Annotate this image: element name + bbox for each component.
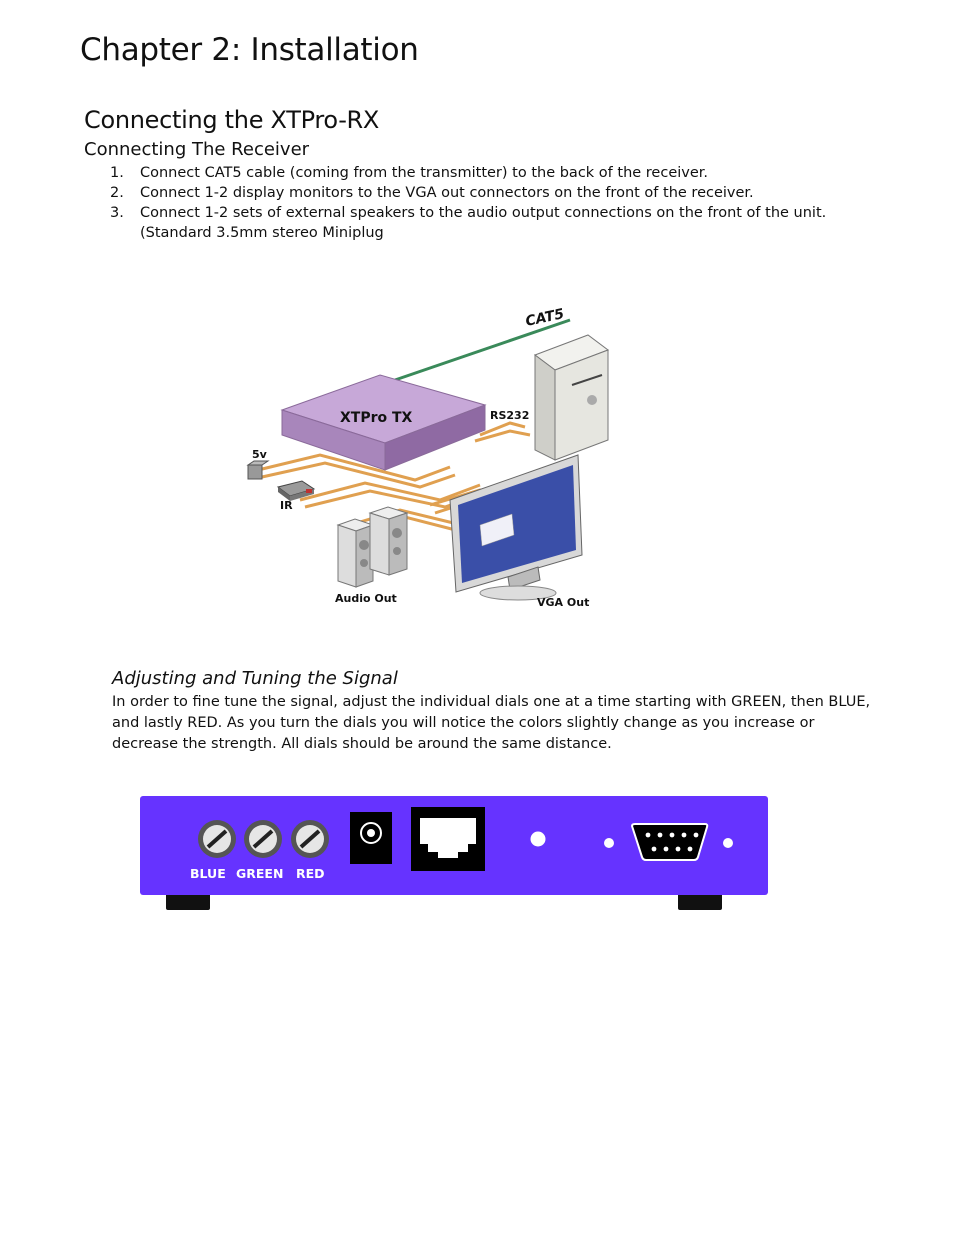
cat5-label: CAT5 — [524, 306, 566, 330]
device-label: XTPro TX — [340, 410, 413, 426]
receiver-front-panel: BLUE GREEN RED — [140, 796, 768, 910]
power-jack — [350, 812, 392, 864]
section-title: Connecting the XTPro-RX — [84, 106, 380, 134]
status-led — [530, 831, 546, 847]
step-number: 2. — [110, 185, 124, 201]
step-item: 3. Connect 1-2 sets of external speakers … — [110, 203, 830, 243]
step-number: 1. — [110, 165, 124, 181]
tower-pc — [533, 334, 610, 461]
ir-label: IR — [280, 499, 293, 512]
red-dial[interactable] — [291, 820, 329, 858]
blue-dial-label: BLUE — [190, 866, 226, 881]
installation-steps: 1. Connect CAT5 cable (coming from the tr… — [110, 163, 830, 243]
lcd-monitor — [449, 454, 583, 601]
green-dial-label: GREEN — [236, 866, 283, 881]
step-item: 1. Connect CAT5 cable (coming from the tr… — [110, 163, 830, 183]
step-number: 3. — [110, 205, 124, 221]
connection-diagram: CAT5 XTPro TX RS232 5v — [246, 306, 610, 609]
mount-screw-right — [723, 838, 733, 848]
ir-receiver — [276, 480, 316, 501]
cat5-cable — [394, 318, 571, 382]
speaker-left — [336, 518, 375, 588]
mount-screw-left — [604, 838, 614, 848]
power-adapter — [246, 460, 270, 480]
blue-dial[interactable] — [198, 820, 236, 858]
step-text: Connect CAT5 cable (coming from the tran… — [140, 165, 709, 181]
rs232-label: RS232 — [490, 409, 529, 422]
step-text: Connect 1-2 sets of external speakers to… — [140, 205, 827, 241]
audio-out-label: Audio Out — [335, 592, 397, 605]
tuning-title: Adjusting and Tuning the Signal — [112, 668, 398, 689]
vga-out-label: VGA Out — [537, 596, 589, 609]
rj45-port — [411, 807, 485, 871]
xtpro-tx-device — [280, 374, 487, 471]
chapter-title: Chapter 2: Installation — [80, 32, 419, 68]
db9-serial-port — [630, 823, 709, 861]
step-item: 2. Connect 1-2 display monitors to the VG… — [110, 183, 830, 203]
red-dial-label: RED — [296, 866, 325, 881]
step-text: Connect 1-2 display monitors to the VGA … — [140, 185, 754, 201]
tuning-instructions: In order to fine tune the signal, adjust… — [112, 694, 871, 752]
green-dial[interactable] — [244, 820, 282, 858]
subsection-title: Connecting The Receiver — [84, 139, 310, 160]
speaker-right — [368, 506, 409, 576]
power-label: 5v — [252, 448, 268, 461]
